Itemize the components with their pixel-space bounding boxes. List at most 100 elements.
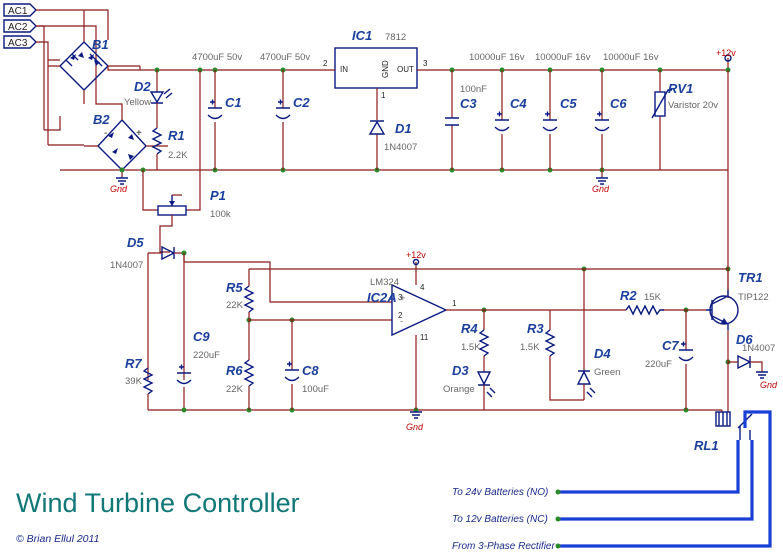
svg-text:+: + — [400, 293, 406, 304]
svg-text:1N4007: 1N4007 — [110, 260, 143, 271]
ground-symbol-right: Gnd — [592, 170, 610, 194]
svg-text:D3: D3 — [452, 363, 469, 378]
svg-text:Gnd: Gnd — [406, 422, 424, 432]
svg-text:C4: C4 — [510, 96, 527, 111]
junctions-top — [119, 67, 731, 173]
diode-d1: D1 1N4007 — [368, 88, 417, 170]
svg-text:1N4007: 1N4007 — [384, 142, 417, 153]
svg-text:Gnd: Gnd — [592, 184, 610, 194]
svg-text:TR1: TR1 — [738, 270, 763, 285]
resistor-r5: R5 22K — [226, 269, 255, 360]
svg-text:+: + — [136, 128, 142, 139]
varistor-rv1: RV1 Varistor 20v — [651, 70, 718, 170]
led-d3: D3 Orange — [443, 363, 496, 410]
svg-text:D5: D5 — [127, 235, 144, 250]
svg-text:220uF: 220uF — [193, 350, 220, 361]
svg-text:C3: C3 — [460, 96, 477, 111]
svg-text:-: - — [104, 128, 107, 139]
plus12-top-label: +12v — [716, 48, 736, 58]
ac-wiring — [36, 9, 109, 146]
svg-text:22K: 22K — [226, 384, 244, 395]
svg-text:Varistor 20v: Varistor 20v — [668, 100, 718, 111]
b2-ref: B2 — [93, 112, 110, 127]
svg-text:RV1: RV1 — [668, 81, 693, 96]
svg-text:Green: Green — [594, 367, 620, 378]
capacitor-c7: C7 220uF — [645, 310, 694, 410]
svg-text:C6: C6 — [610, 96, 627, 111]
svg-text:GND: GND — [381, 60, 390, 78]
svg-text:D4: D4 — [594, 346, 611, 361]
credit-text: © Brian Ellul 2011 — [16, 533, 99, 545]
capacitor-c8: C8 100uF — [284, 320, 329, 410]
svg-text:D2: D2 — [134, 79, 151, 94]
svg-text:1.5K: 1.5K — [461, 342, 481, 353]
potentiometer-p1: P1 100k — [142, 70, 231, 253]
bridge-rectifier-b1: B1 — [59, 37, 109, 91]
plus12-terminal-top — [724, 54, 732, 62]
svg-text:R3: R3 — [527, 321, 544, 336]
svg-text:10000uF 16v: 10000uF 16v — [469, 52, 525, 63]
svg-text:100uF: 100uF — [302, 384, 329, 395]
svg-text:R4: R4 — [461, 321, 478, 336]
ac2-label: AC2 — [8, 22, 28, 33]
svg-text:D1: D1 — [395, 121, 412, 136]
svg-text:OUT: OUT — [397, 65, 414, 74]
resistor-r7: R7 39K — [125, 356, 154, 410]
resistor-r2: R2 15K — [620, 288, 664, 316]
capacitor-c2: C2 4700uF 50v — [260, 52, 310, 170]
ac3-label: AC3 — [8, 38, 28, 49]
svg-text:R5: R5 — [226, 280, 243, 295]
svg-text:1: 1 — [452, 299, 457, 308]
svg-text:C8: C8 — [302, 363, 319, 378]
led-d2: D2 Yellow — [124, 70, 173, 128]
svg-text:RL1: RL1 — [694, 438, 719, 453]
svg-text:Gnd: Gnd — [760, 380, 778, 390]
regulator-ic1: IC1 7812 IN OUT GND 2 3 1 — [323, 28, 428, 100]
svg-text:1: 1 — [381, 91, 386, 100]
power-wiring — [555, 410, 772, 549]
svg-text:100k: 100k — [210, 209, 231, 220]
resistor-r1: R1 2.2K — [151, 127, 188, 170]
resistor-r3: R3 1.5K — [520, 310, 584, 401]
svg-text:R2: R2 — [620, 288, 637, 303]
svg-text:1.5K: 1.5K — [520, 342, 540, 353]
svg-text:R1: R1 — [168, 128, 185, 143]
capacitor-c9: C9 220uF — [176, 329, 220, 410]
svg-text:IC1: IC1 — [352, 28, 372, 43]
svg-text:15K: 15K — [644, 292, 662, 303]
svg-text:C1: C1 — [225, 95, 242, 110]
svg-text:4700uF 50v: 4700uF 50v — [260, 52, 310, 63]
svg-text:LM324: LM324 — [370, 277, 399, 288]
transistor-tr1: TR1 TIP122 — [706, 270, 769, 330]
svg-text:100nF: 100nF — [460, 84, 487, 95]
ac1-label: AC1 — [8, 6, 28, 17]
svg-text:10000uF 16v: 10000uF 16v — [535, 52, 591, 63]
capacitor-c5: C5 10000uF 16v — [535, 52, 591, 170]
bridge-rectifier-b2: - + B2 — [93, 112, 147, 171]
ground-symbol-left: Gnd — [110, 177, 128, 194]
capacitor-c3: C3 100nF — [445, 70, 487, 170]
svg-text:C7: C7 — [662, 338, 679, 353]
diagram-title: Wind Turbine Controller — [16, 488, 300, 518]
svg-text:1N4007: 1N4007 — [742, 343, 775, 354]
svg-text:3: 3 — [398, 293, 403, 302]
ac-input-tags: AC1 AC2 AC3 — [3, 3, 37, 49]
svg-text:39K: 39K — [125, 376, 143, 387]
svg-text:220uF: 220uF — [645, 359, 672, 370]
resistor-r4: R4 1.5K — [461, 310, 490, 372]
svg-text:4700uF 50v: 4700uF 50v — [192, 52, 242, 63]
svg-text:IN: IN — [340, 65, 348, 74]
connector-no-label: To 24v Batteries (NO) — [452, 487, 548, 498]
svg-text:4: 4 — [420, 283, 425, 292]
svg-text:3: 3 — [423, 59, 428, 68]
svg-text:2: 2 — [398, 311, 403, 320]
svg-text:10000uF 16v: 10000uF 16v — [603, 52, 659, 63]
resistor-r6: R6 22K — [226, 359, 255, 410]
svg-text:P1: P1 — [210, 188, 226, 203]
diode-d6: D6 1N4007 Gnd — [728, 332, 778, 390]
connector-nc-label: To 12v Batteries (NC) — [452, 514, 548, 525]
capacitor-c1: C1 4700uF 50v — [192, 52, 242, 170]
svg-text:C2: C2 — [293, 95, 310, 110]
svg-text:-: - — [400, 316, 403, 327]
